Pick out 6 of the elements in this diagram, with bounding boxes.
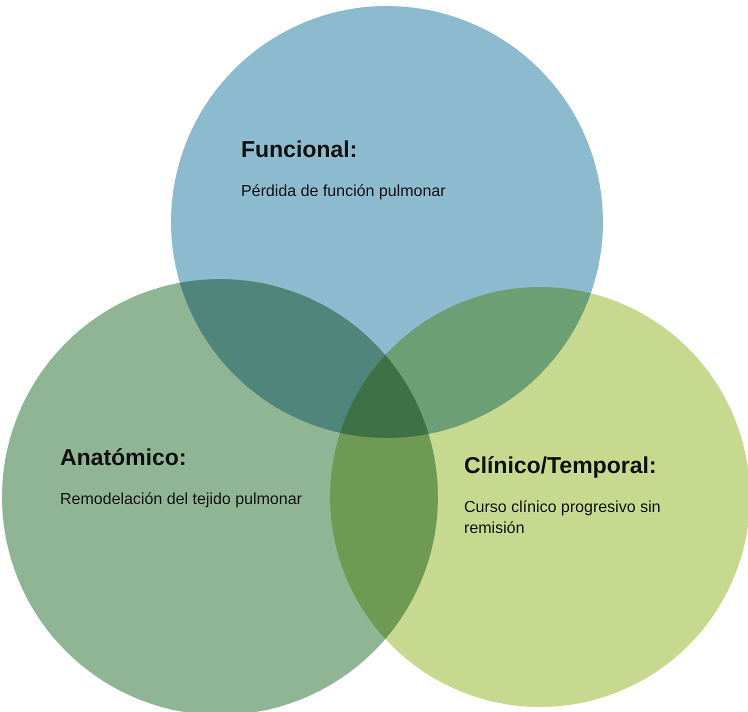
- circle-heading: Anatómico:: [60, 444, 186, 471]
- circle-heading: Funcional:: [241, 136, 358, 163]
- circle-description: Pérdida de función pulmonar: [241, 182, 447, 202]
- circle-description: Remodelación del tejido pulmonar: [60, 490, 303, 510]
- circle-description: Curso clínico progresivo sin remisión: [464, 498, 662, 539]
- circle-heading: Clínico/Temporal:: [464, 452, 657, 479]
